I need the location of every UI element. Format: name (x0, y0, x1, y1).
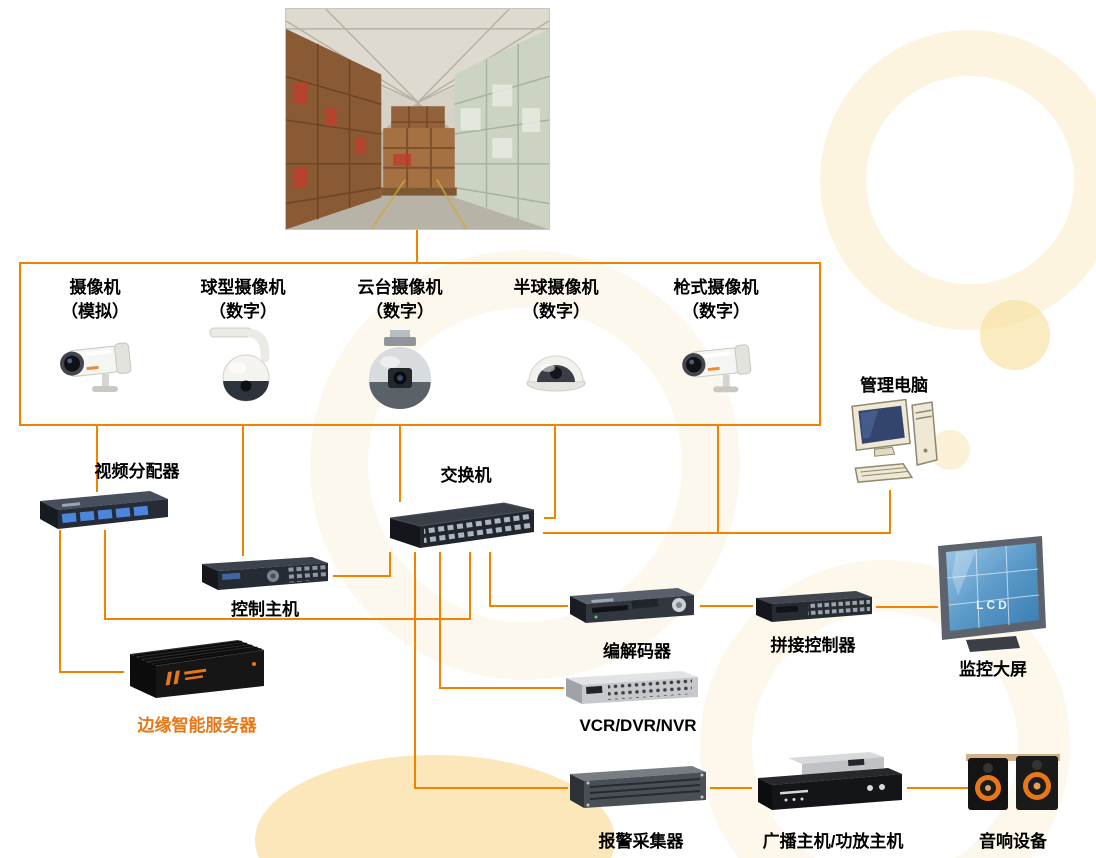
camera-label-analog: 摄像机 （模拟） (25, 276, 165, 324)
label-management-pc: 管理电脑 (860, 376, 928, 395)
codec (566, 584, 701, 628)
recorder-icon (566, 671, 698, 704)
camera-label-ptz: 云台摄像机 （数字） (330, 276, 470, 324)
label-broadcast-host: 广播主机/功放主机 (762, 832, 904, 851)
warehouse-photo (285, 8, 550, 230)
wire-pc-switch (543, 490, 891, 534)
audio-equipment (966, 752, 1060, 816)
camera-name: 半球摄像机 (513, 278, 599, 297)
camera-group-frame (19, 262, 821, 426)
label-codec: 编解码器 (603, 642, 671, 661)
label-monitor-wall: 监控大屏 (959, 660, 1027, 679)
camera-name: 摄像机 (69, 278, 121, 297)
control-host-icon (202, 557, 328, 590)
warehouse-photo-graphic (285, 8, 550, 230)
edge-server (122, 634, 272, 710)
label-splicing-controller: 拼接控制器 (770, 636, 856, 655)
bullet-camera-icon (60, 342, 132, 392)
wire-controlhost-switch (333, 552, 391, 577)
lcd-screen-text: LCD (976, 598, 1010, 612)
vcr-dvr-nvr (562, 666, 702, 710)
label-edge-server: 边缘智能服务器 (137, 716, 257, 735)
alarm-collector-icon (570, 766, 706, 808)
camera-ptz (363, 330, 437, 412)
monitor-wall (936, 536, 1048, 654)
wire-distributor-edgeserver (59, 530, 124, 673)
wire-switch-codec (489, 552, 568, 607)
label-control-host: 控制主机 (231, 600, 299, 619)
camera-label-bullet: 枪式摄像机 （数字） (646, 276, 786, 324)
speed-dome-camera-icon (209, 327, 270, 402)
speakers-icon (966, 754, 1060, 810)
label-video-distributor: 视频分配器 (94, 462, 180, 481)
broadcast-host-icon (758, 752, 902, 810)
video-distributor (36, 488, 172, 532)
camera-type: （数字） (682, 301, 750, 321)
wire-switch-alarm (414, 552, 568, 789)
label-alarm-collector: 报警采集器 (598, 832, 684, 851)
camera-bullet (674, 338, 762, 398)
network-switch-icon (389, 502, 535, 548)
camera-name: 枪式摄像机 (673, 278, 759, 297)
alarm-collector (566, 760, 711, 816)
camera-label-dome: 球型摄像机 （数字） (173, 276, 313, 324)
camera-type: （数字） (522, 301, 590, 321)
management-pc (850, 392, 946, 490)
camera-type: （数字） (209, 301, 277, 321)
camera-label-minidome: 半球摄像机 （数字） (486, 276, 626, 324)
bullet-camera-icon (682, 344, 752, 393)
splicing-controller-icon (756, 591, 872, 622)
camera-name: 球型摄像机 (200, 278, 286, 297)
camera-name: 云台摄像机 (357, 278, 443, 297)
camera-type: （模拟） (61, 301, 129, 321)
edge-server-icon (130, 640, 264, 698)
camera-minidome (524, 344, 588, 394)
broadcast-host (750, 748, 908, 818)
wire-distributor-switch (104, 530, 471, 620)
camera-type: （数字） (366, 301, 434, 321)
label-audio-equipment: 音响设备 (979, 832, 1047, 851)
camera-dome (208, 326, 278, 404)
splicing-controller (752, 586, 877, 628)
camera-analog (52, 336, 142, 398)
label-vcr-dvr-nvr: VCR/DVR/NVR (579, 716, 697, 735)
wire-cam4-switch (544, 425, 556, 519)
wire-switch-vcr (439, 552, 564, 689)
ptz-camera-icon (369, 330, 431, 409)
label-switch: 交换机 (440, 466, 492, 485)
mini-dome-camera-icon (526, 355, 586, 392)
network-switch (384, 496, 542, 554)
lcd-wall-icon (938, 536, 1046, 652)
control-host (198, 552, 333, 597)
desktop-computer-icon (851, 398, 938, 483)
codec-icon (570, 588, 694, 623)
video-distributor-icon (40, 491, 168, 529)
